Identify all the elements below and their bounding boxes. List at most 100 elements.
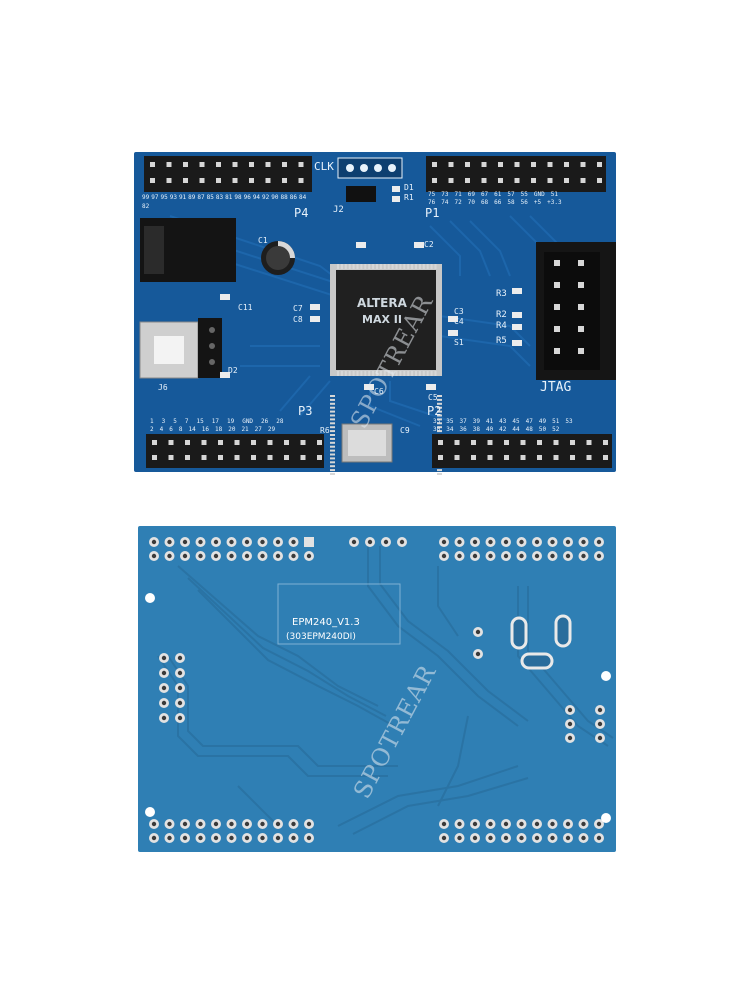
- label-jtag: JTAG: [540, 380, 572, 395]
- solder-hole: [581, 553, 586, 559]
- solder-hole: [275, 821, 281, 827]
- solder-hole: [291, 553, 296, 559]
- chip-pin: [391, 371, 394, 376]
- p3-pin-label: 14: [188, 426, 196, 433]
- p2-pin-label: 42: [499, 426, 507, 433]
- solder-hole: [182, 553, 188, 559]
- p4-pin-label: 94: [252, 194, 261, 201]
- header-pin: [597, 162, 602, 167]
- solder-hole: [457, 539, 462, 545]
- label-p4: P4: [294, 206, 309, 220]
- p2-pin-label: 36: [459, 426, 467, 433]
- header-pin: [547, 178, 553, 183]
- chip-pin: [437, 426, 442, 429]
- chip-pin: [348, 371, 351, 376]
- solder-hole: [213, 539, 219, 545]
- p4-pin-label: 85: [206, 194, 214, 201]
- header-pin: [317, 455, 322, 460]
- header-pin: [267, 455, 273, 460]
- p1-pin-label: 68: [480, 199, 489, 206]
- chip-pin: [348, 264, 351, 269]
- header-pin: [531, 178, 536, 183]
- solder-hole: [581, 835, 586, 841]
- back-solder-holes: [149, 537, 605, 843]
- p1-pin-label: 74: [441, 199, 449, 206]
- chip-pin: [337, 371, 339, 376]
- chip-pin: [344, 264, 347, 269]
- p3-pin-label: 21: [241, 426, 249, 433]
- label-d2: D2: [228, 366, 238, 375]
- chip-pin: [437, 414, 442, 417]
- solder-hole: [534, 835, 540, 841]
- chip-pin: [356, 371, 359, 376]
- chip-pin: [330, 402, 335, 405]
- p3-pin-label: 2: [150, 426, 154, 433]
- header-pin: [564, 162, 569, 167]
- header-pin: [300, 455, 306, 460]
- header-pin: [265, 162, 271, 167]
- chip-pin: [330, 410, 335, 413]
- header-pin: [504, 455, 509, 460]
- jumper-j2: [346, 186, 376, 202]
- solder-hole: [306, 835, 312, 841]
- solder-hole: [596, 539, 602, 545]
- p2-pin-label: 41: [485, 418, 494, 425]
- chip-pin: [437, 473, 442, 475]
- p1-pin-label: 75: [428, 191, 436, 198]
- label-clk: CLK: [314, 160, 334, 173]
- chip-pin: [422, 371, 425, 376]
- solder-hole: [550, 539, 555, 545]
- solder-hole: [291, 539, 296, 545]
- chip-pin: [376, 371, 378, 376]
- solder-hole: [291, 835, 296, 841]
- solder-hole: [519, 821, 524, 827]
- p1-pin-label: 55: [520, 191, 528, 198]
- chip-pin: [437, 469, 442, 472]
- header-pin: [520, 455, 526, 460]
- solder-hole: [167, 835, 172, 841]
- p2-pin-label: 43: [499, 418, 507, 425]
- chip-pin: [330, 469, 335, 472]
- header-pin: [438, 440, 443, 445]
- solder-hole: [229, 821, 234, 827]
- header-pin: [251, 440, 256, 445]
- connector-j6: [139, 321, 199, 379]
- chip-pin: [356, 264, 359, 269]
- chip-pin: [330, 398, 335, 401]
- solder-hole: [167, 539, 172, 545]
- header-pin: [432, 178, 437, 183]
- header-pin: [166, 178, 172, 183]
- p2-pin-label: 53: [565, 418, 573, 425]
- p3-pin-label: 26: [261, 418, 269, 425]
- p1-pin-label: +5: [533, 199, 542, 206]
- solder-hole: [275, 553, 281, 559]
- header-pin: [498, 162, 503, 167]
- chip-pin: [391, 264, 394, 269]
- back-code: (303EPM240DI): [286, 632, 356, 642]
- p1-pin-label: 61: [494, 191, 502, 198]
- header-pin: [481, 178, 487, 183]
- chip-pin: [426, 264, 429, 269]
- chip-pin: [330, 437, 335, 440]
- header-p4: [144, 156, 312, 192]
- p3-pin-label: 8: [178, 426, 183, 433]
- header-pin: [284, 440, 289, 445]
- solder-pad: [304, 537, 314, 547]
- header-pin: [152, 455, 157, 460]
- label-r3: R3: [496, 289, 507, 299]
- p3-pin-label: 29: [267, 426, 276, 433]
- cpld-chip: [330, 264, 442, 475]
- solder-hole: [567, 721, 573, 727]
- header-p2: [432, 434, 612, 468]
- p4-pin-label: 86: [289, 194, 297, 201]
- header-pin: [438, 455, 443, 460]
- clk-connector: [337, 157, 403, 179]
- chip-pin: [434, 371, 437, 376]
- header-pin: [232, 178, 238, 183]
- solder-hole: [198, 553, 203, 559]
- chip-pin: [330, 457, 335, 460]
